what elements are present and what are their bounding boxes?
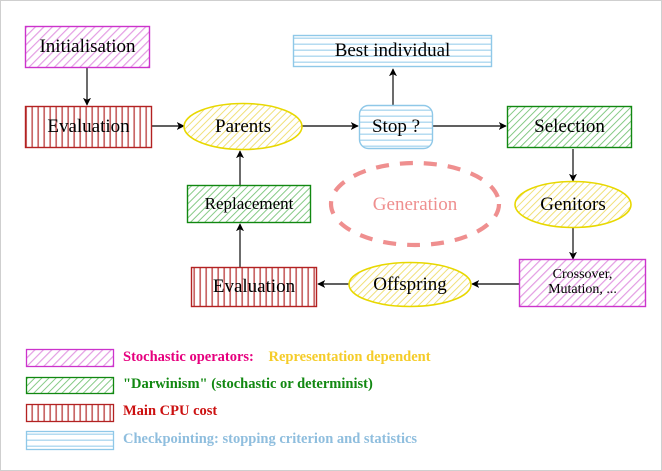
node-genitors-shape[interactable] xyxy=(514,180,632,229)
node-best-individual-shape[interactable] xyxy=(292,34,493,68)
legend-label-cpu-cost: Main CPU cost xyxy=(123,403,218,419)
legend-swatch-cpu-cost xyxy=(25,403,115,423)
legend-swatch-darwinism xyxy=(25,376,115,395)
node-parents-shape[interactable] xyxy=(183,102,303,151)
node-generation-shape xyxy=(328,160,502,248)
legend-label-checkpointing: Checkpointing: stopping criterion and st… xyxy=(123,431,418,447)
node-evaluation-top-shape[interactable] xyxy=(24,105,153,149)
node-evaluation-bottom-shape[interactable] xyxy=(190,266,318,308)
node-replacement-shape[interactable] xyxy=(186,184,312,224)
node-crossover-mutation-shape[interactable] xyxy=(518,258,647,308)
legend-label-darwinism: "Darwinism" (stochastic or determinist) xyxy=(123,376,373,392)
legend-label-stochastic: Stochastic operators: Representation dep… xyxy=(123,349,431,366)
legend-label-stochastic-text: Stochastic operators: xyxy=(123,349,254,365)
node-selection-shape[interactable] xyxy=(506,105,633,149)
node-stop-shape[interactable] xyxy=(358,104,434,150)
node-initialisation-shape[interactable] xyxy=(24,25,151,69)
node-offspring-shape[interactable] xyxy=(348,261,472,308)
legend-swatch-stochastic xyxy=(25,348,115,368)
edge-group xyxy=(82,67,578,289)
legend-label-stochastic-accent: Representation dependent xyxy=(268,349,431,365)
legend-swatch-checkpointing xyxy=(25,430,115,451)
